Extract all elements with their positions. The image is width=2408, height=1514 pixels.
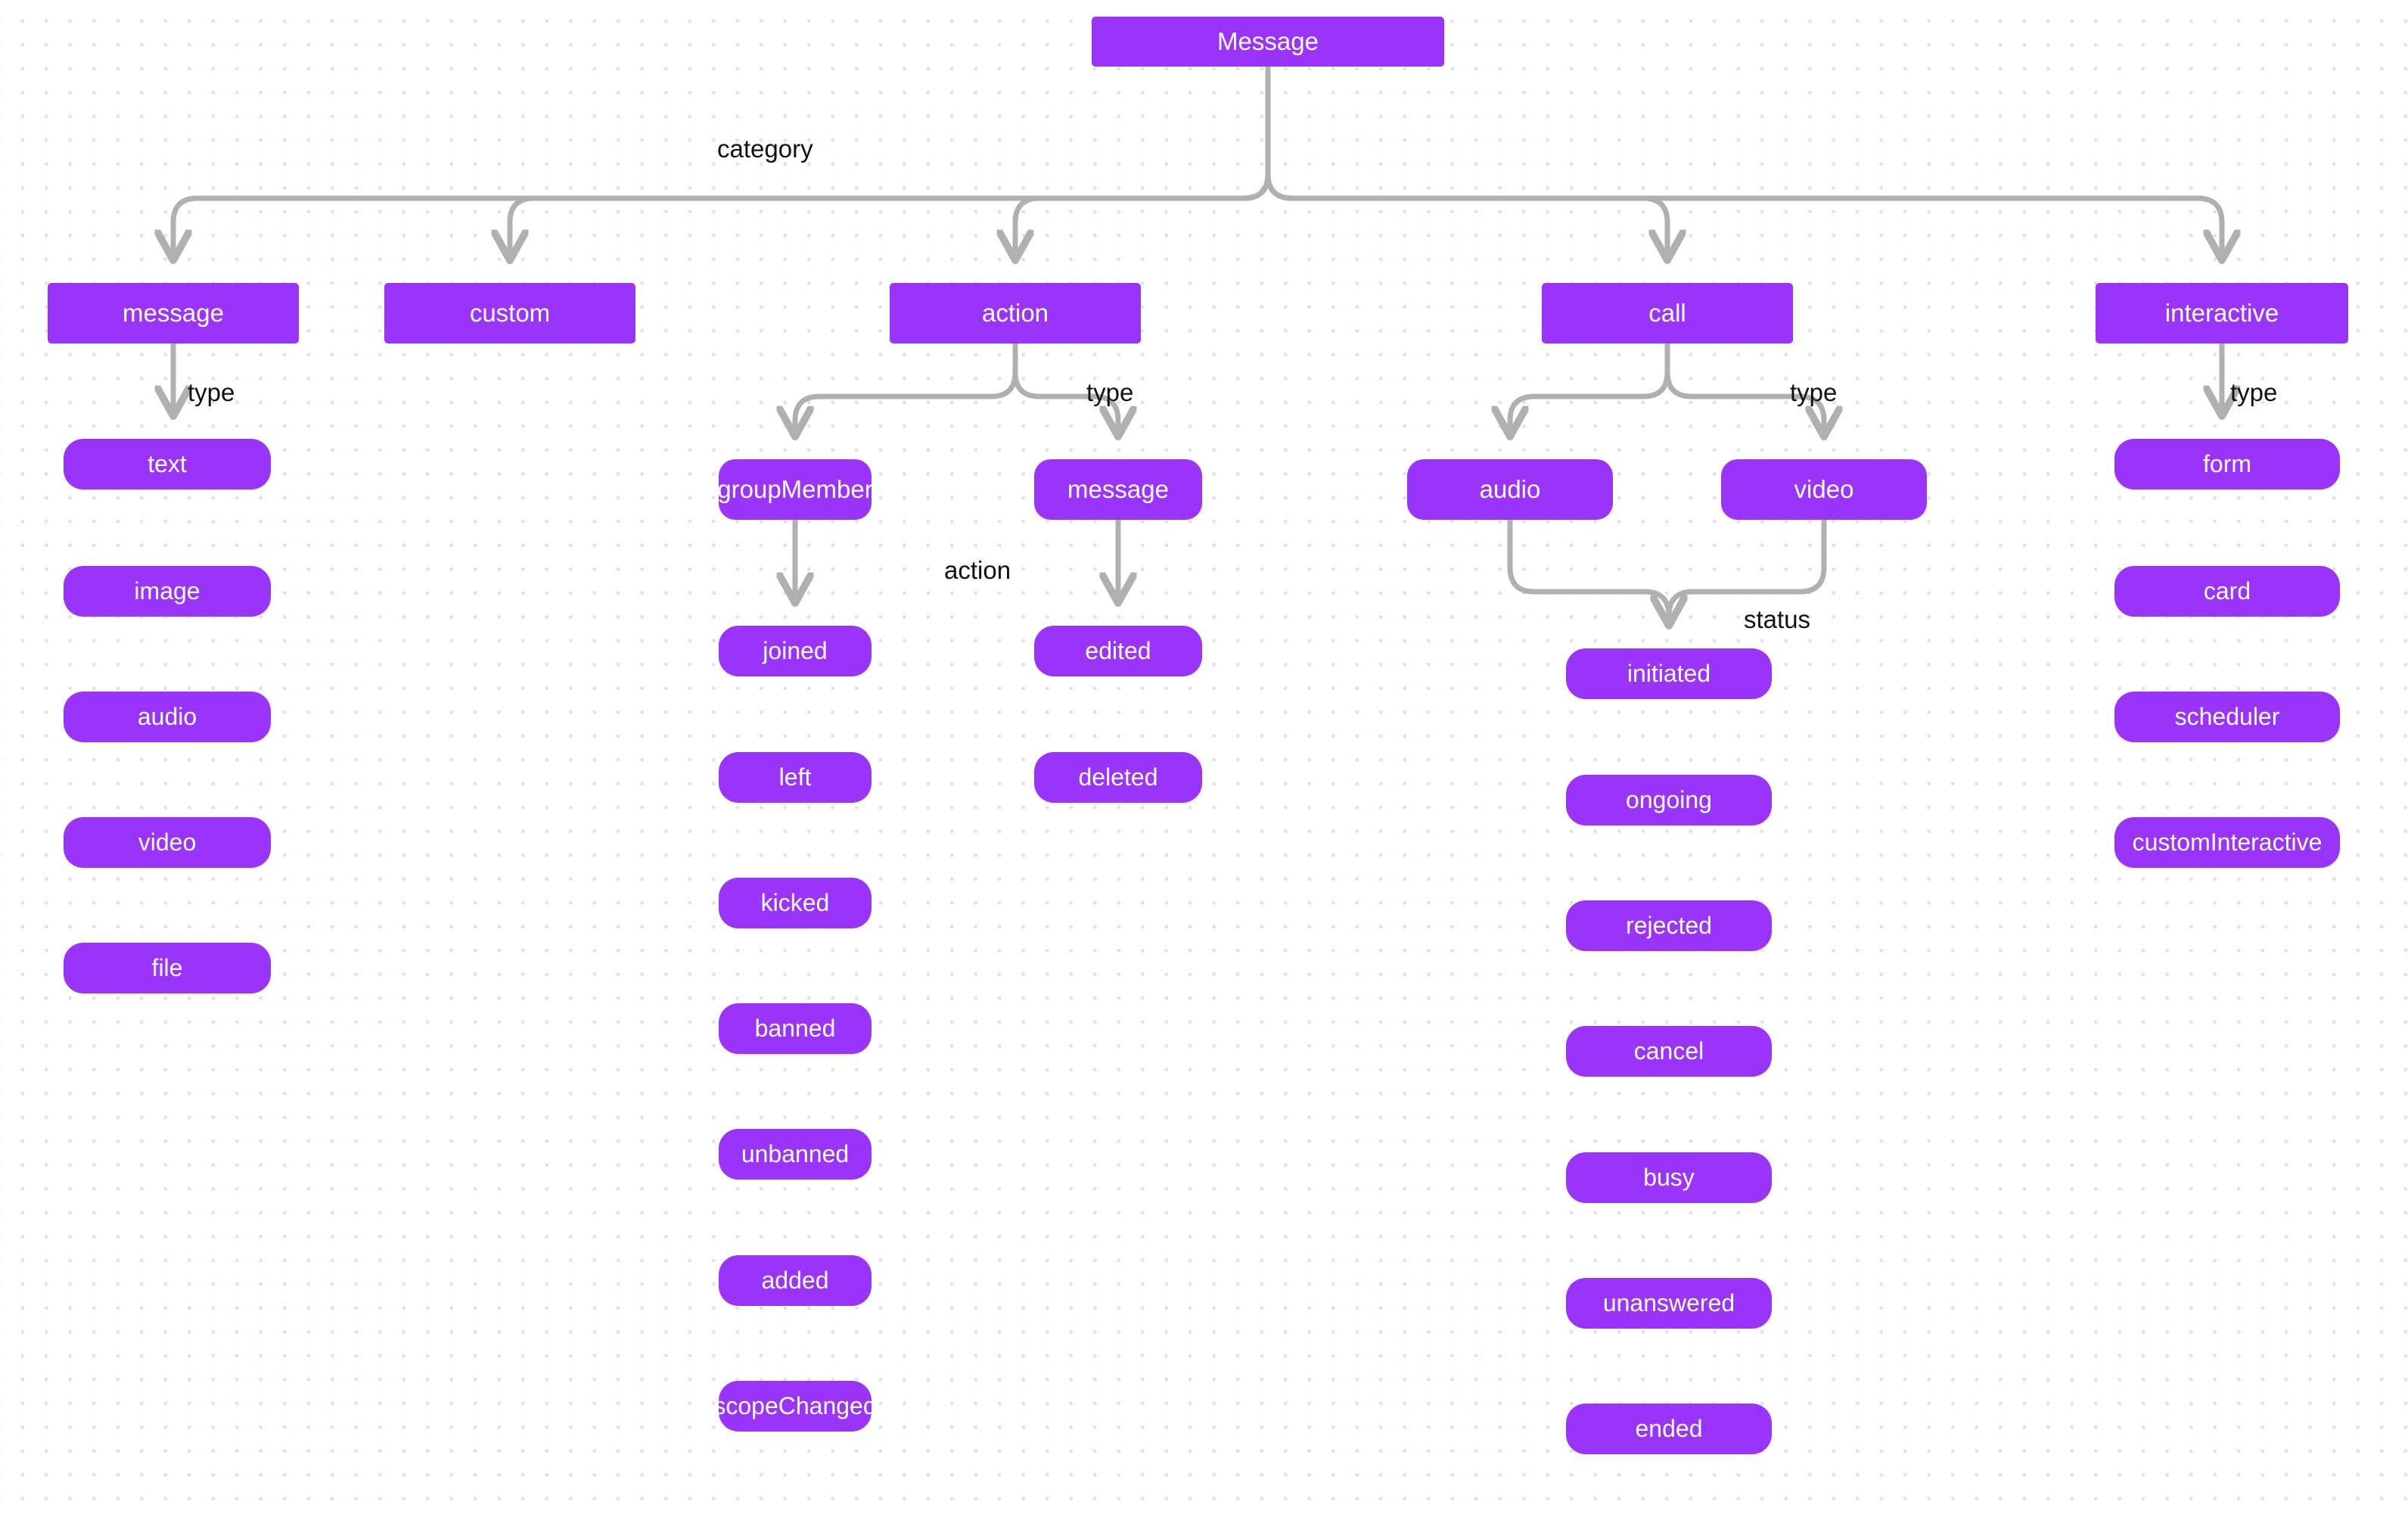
- node-message-type-video[interactable]: video: [64, 817, 271, 868]
- edge-action-to-groupmember: [795, 340, 1018, 434]
- node-call-status-ended[interactable]: ended: [1566, 1404, 1772, 1454]
- node-label: form: [2203, 450, 2251, 478]
- node-label: unanswered: [1602, 1289, 1735, 1317]
- node-label: rejected: [1626, 912, 1712, 940]
- edge-label-action: action: [944, 556, 1011, 584]
- node-label: left: [778, 763, 812, 791]
- node-label: custom: [469, 299, 551, 328]
- node-label: scheduler: [2174, 703, 2280, 731]
- node-label: video: [1794, 475, 1854, 504]
- node-label: image: [134, 577, 200, 605]
- node-label: kicked: [760, 889, 830, 917]
- node-groupmember-action-left[interactable]: left: [719, 752, 872, 803]
- node-message-type-file[interactable]: file: [64, 943, 271, 993]
- node-call-status-initiated[interactable]: initiated: [1566, 648, 1772, 699]
- node-label: initiated: [1627, 660, 1711, 688]
- node-label: edited: [1085, 637, 1151, 665]
- node-category-message[interactable]: message: [48, 283, 299, 344]
- node-message-type-text[interactable]: text: [64, 439, 271, 490]
- node-messageaction-deleted[interactable]: deleted: [1034, 752, 1202, 803]
- node-groupmember-action-unbanned[interactable]: unbanned: [719, 1129, 872, 1180]
- node-groupmember-action-added[interactable]: added: [719, 1255, 872, 1306]
- node-label: added: [761, 1267, 829, 1295]
- node-groupmember-action-scopechanged[interactable]: scopeChanged: [713, 1381, 877, 1432]
- node-interactive-type-card[interactable]: card: [2114, 566, 2340, 617]
- node-call-status-busy[interactable]: busy: [1566, 1152, 1772, 1203]
- node-label: card: [2203, 577, 2251, 605]
- node-call-status-unanswered[interactable]: unanswered: [1566, 1278, 1772, 1329]
- node-label: message: [1067, 475, 1169, 504]
- node-label: action: [981, 299, 1049, 328]
- edge-label-type-interactive: type: [2230, 378, 2278, 406]
- node-call-status-ongoing[interactable]: ongoing: [1566, 775, 1772, 825]
- node-category-custom[interactable]: custom: [384, 283, 635, 344]
- node-action-type-message[interactable]: message: [1034, 459, 1202, 520]
- node-interactive-type-custominteractive[interactable]: customInteractive: [2114, 817, 2340, 868]
- edge-label-type-action: type: [1086, 378, 1134, 406]
- node-label: customInteractive: [2132, 829, 2323, 856]
- node-message-type-image[interactable]: image: [64, 566, 271, 617]
- node-label: unbanned: [741, 1140, 850, 1168]
- node-label: deleted: [1078, 763, 1158, 791]
- node-call-status-rejected[interactable]: rejected: [1566, 900, 1772, 951]
- node-category-action[interactable]: action: [890, 283, 1141, 344]
- node-label: call: [1648, 299, 1686, 328]
- node-label: joined: [763, 637, 828, 665]
- node-label: Message: [1217, 27, 1319, 56]
- node-label: ended: [1635, 1415, 1703, 1443]
- node-interactive-type-form[interactable]: form: [2114, 439, 2340, 490]
- edge-root-to-custom: [510, 64, 1271, 257]
- node-category-call[interactable]: call: [1542, 283, 1793, 344]
- node-action-type-groupmember[interactable]: groupMember: [717, 459, 873, 520]
- node-label: message: [123, 299, 224, 328]
- node-label: audio: [137, 703, 197, 731]
- node-interactive-type-scheduler[interactable]: scheduler: [2114, 692, 2340, 742]
- node-label: groupMember: [717, 475, 873, 504]
- node-label: scopeChanged: [713, 1392, 877, 1420]
- node-call-type-audio[interactable]: audio: [1407, 459, 1613, 520]
- node-groupmember-action-kicked[interactable]: kicked: [719, 878, 872, 928]
- node-label: audio: [1479, 475, 1541, 504]
- node-call-status-cancel[interactable]: cancel: [1566, 1026, 1772, 1077]
- node-label: video: [138, 829, 197, 856]
- node-message-type-audio[interactable]: audio: [64, 692, 271, 742]
- node-label: ongoing: [1626, 786, 1712, 814]
- node-groupmember-action-joined[interactable]: joined: [719, 626, 872, 676]
- edge-label-type-message: type: [188, 378, 235, 406]
- edge-root-to-call: [1265, 64, 1667, 257]
- node-label: busy: [1643, 1164, 1695, 1192]
- node-label: banned: [754, 1015, 836, 1043]
- node-category-interactive[interactable]: interactive: [2096, 283, 2348, 344]
- node-label: text: [148, 450, 187, 478]
- node-label: interactive: [2164, 299, 2279, 328]
- node-call-type-video[interactable]: video: [1721, 459, 1927, 520]
- edge-root-to-interactive: [1265, 64, 2222, 257]
- edge-audio-to-initiated: [1507, 517, 1669, 623]
- edge-label-status: status: [1744, 605, 1811, 633]
- edge-label-type-call: type: [1790, 378, 1838, 406]
- node-groupmember-action-banned[interactable]: banned: [719, 1003, 872, 1054]
- edge-call-to-audio: [1510, 340, 1670, 434]
- edge-root-to-action: [1015, 64, 1271, 257]
- node-message-root[interactable]: Message: [1092, 17, 1444, 67]
- node-label: cancel: [1633, 1037, 1704, 1065]
- node-label: file: [151, 954, 183, 982]
- node-messageaction-edited[interactable]: edited: [1034, 626, 1202, 676]
- edge-label-category: category: [717, 135, 813, 163]
